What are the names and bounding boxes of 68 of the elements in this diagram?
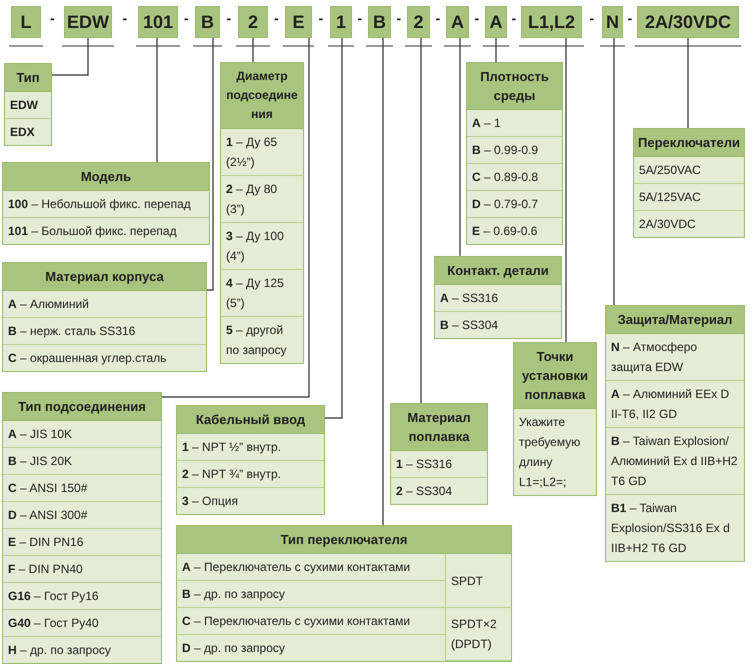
- code-separator: -: [358, 10, 362, 26]
- code-separator: -: [590, 10, 594, 26]
- leader-line: [495, 38, 497, 62]
- table-header: Материал поплавка: [391, 404, 487, 451]
- code-segment: A: [485, 6, 507, 38]
- code-separator: -: [474, 10, 480, 26]
- code-segment: 101: [138, 6, 178, 38]
- option-row: SPDT: [445, 554, 511, 608]
- table-header: Тип подсоединения: [3, 393, 161, 421]
- table-header: Кабельный ввод: [177, 406, 324, 434]
- code-separator: -: [274, 10, 279, 26]
- code-separator: -: [436, 10, 440, 26]
- option-table: [2, 262, 207, 372]
- code-separator: -: [50, 10, 55, 26]
- table-header: Модель: [3, 163, 209, 191]
- table-header: Диаметр подсоединения: [221, 63, 303, 129]
- code-separator: -: [628, 10, 632, 26]
- leader-line: [613, 38, 615, 305]
- option-table: [390, 403, 488, 505]
- leader-line: [325, 38, 343, 419]
- table-header: Переключатели: [634, 129, 744, 157]
- table-header: Материал корпуса: [3, 263, 206, 291]
- code-segment: E: [285, 6, 312, 38]
- code-separator: -: [122, 10, 128, 26]
- code-segment: 2: [238, 6, 268, 38]
- code-segment: 2: [407, 6, 430, 38]
- code-separator: -: [396, 10, 402, 26]
- leader-line: [459, 38, 461, 256]
- leader-line: [687, 38, 689, 128]
- option-table: [605, 305, 745, 562]
- option-table: [633, 128, 745, 238]
- leader-line: [156, 38, 158, 162]
- code-separator: -: [318, 10, 324, 26]
- leader-line: [207, 38, 214, 291]
- option-table: [176, 405, 325, 515]
- leader-line: [252, 38, 254, 62]
- leader-line: [52, 38, 89, 76]
- code-segment: A: [446, 6, 469, 38]
- code-segment: N: [602, 6, 623, 38]
- option-table: [4, 63, 52, 146]
- table-header: Тип переключателя: [177, 526, 511, 554]
- code-segment: B: [195, 6, 220, 38]
- leader-line: [162, 38, 310, 398]
- code-segment: L1,L2: [521, 6, 582, 38]
- code-segment: B: [368, 6, 391, 38]
- code-segment: EDW: [64, 6, 112, 38]
- code-separator: -: [512, 10, 516, 26]
- leader-line: [382, 38, 384, 525]
- option-table: [2, 162, 210, 245]
- code-segment: 1: [330, 6, 352, 38]
- table-header: Плотность среды: [467, 63, 562, 110]
- option-row: SPDT×2 (DPDT): [445, 608, 511, 661]
- option-table: [513, 342, 597, 496]
- table-header: Контакт. детали: [435, 257, 561, 285]
- leader-line: [565, 38, 567, 342]
- option-table: [466, 62, 563, 245]
- code-segment: 2A/30VDC: [637, 6, 739, 38]
- code-segment: L: [11, 6, 41, 38]
- option-table: [2, 392, 162, 664]
- table-header: Точки установки поплавка: [514, 343, 596, 409]
- option-table: [434, 256, 562, 339]
- leader-line: [420, 38, 422, 403]
- code-separator: -: [226, 10, 232, 26]
- table-header: Защита/Материал: [606, 306, 744, 334]
- table-header: Тип: [5, 64, 51, 92]
- option-table: [176, 525, 512, 662]
- code-separator: -: [184, 10, 189, 26]
- option-table: [220, 62, 304, 364]
